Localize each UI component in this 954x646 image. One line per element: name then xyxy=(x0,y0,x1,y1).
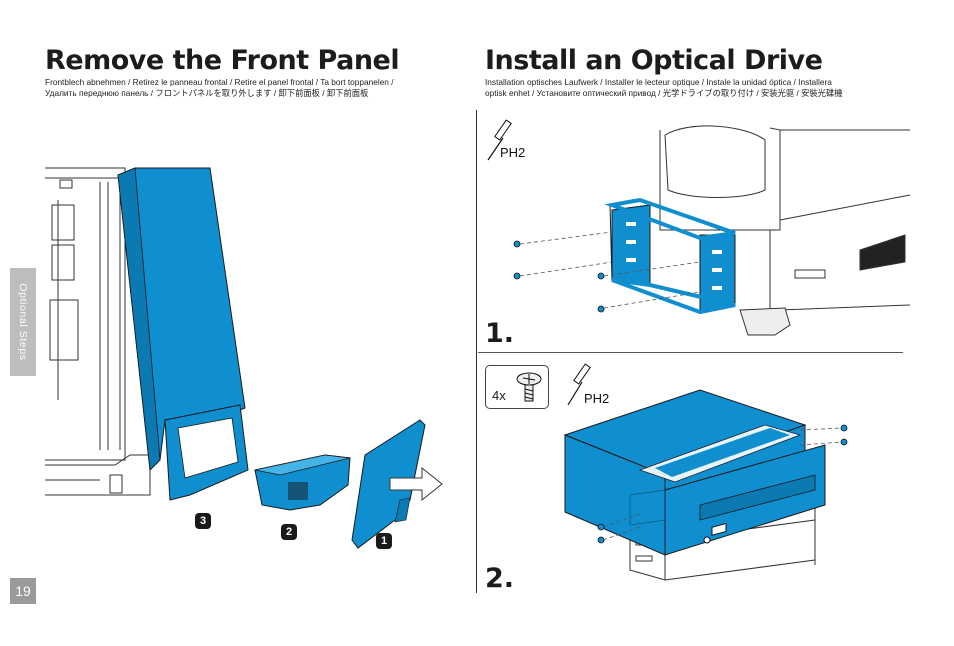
left-subtitle-line2: Удалить переднюю панель / フロントパネルを取り外します… xyxy=(45,88,369,98)
right-title: Install an Optical Drive xyxy=(485,45,823,76)
page-number: 19 xyxy=(10,578,36,604)
left-title: Remove the Front Panel xyxy=(45,45,400,76)
right-subtitle-line2: optisk enhet / Установите оптический при… xyxy=(485,88,843,98)
tool-label-1: PH2 xyxy=(500,145,526,160)
step-badge-2: 2 xyxy=(281,524,297,540)
right-subtitle-line1: Installation optisches Laufwerk / Instal… xyxy=(485,77,832,87)
screwdriver-icon xyxy=(567,363,591,406)
step-2-label: 2. xyxy=(485,563,515,594)
arrow-right-icon xyxy=(389,466,443,502)
left-subtitle: Frontblech abnehmen / Retirez le panneau… xyxy=(45,77,465,99)
step-badge-1: 1 xyxy=(376,533,392,549)
screw-quantity-box: 4x xyxy=(485,365,549,409)
screw-quantity: 4x xyxy=(492,388,506,403)
screw-icon xyxy=(516,372,542,402)
step-divider xyxy=(478,352,903,353)
side-tab: Optional Steps xyxy=(10,268,36,376)
step-badge-3: 3 xyxy=(195,513,211,529)
step-1-label: 1. xyxy=(485,318,515,349)
column-divider xyxy=(476,110,478,593)
screwdriver-icon xyxy=(487,119,512,161)
tool-label-2: PH2 xyxy=(584,391,610,406)
left-subtitle-line1: Frontblech abnehmen / Retirez le panneau… xyxy=(45,77,394,87)
right-subtitle: Installation optisches Laufwerk / Instal… xyxy=(485,77,905,99)
